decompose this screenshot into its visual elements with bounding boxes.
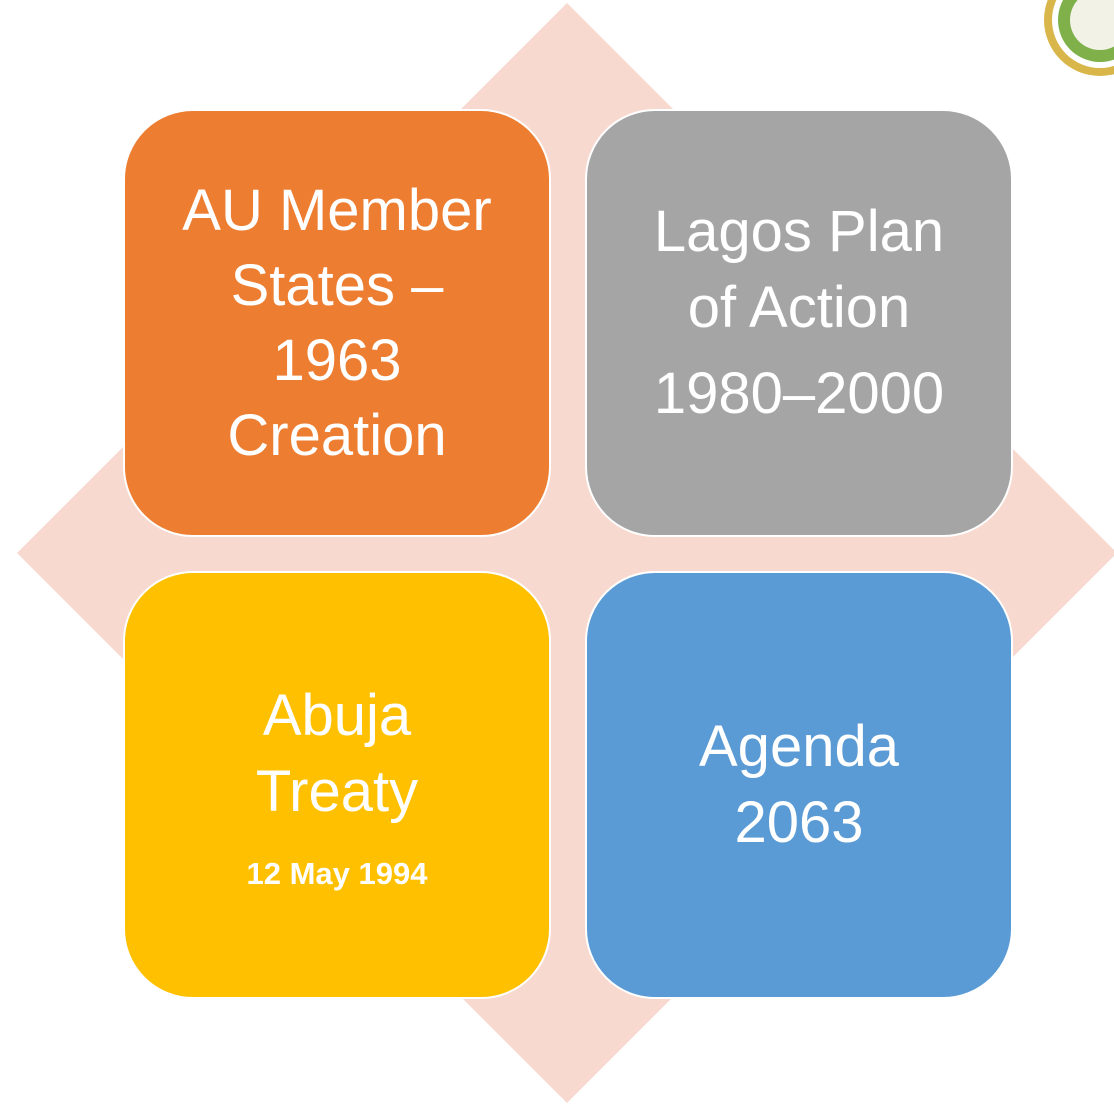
tile-date-range: 1980–2000: [653, 361, 945, 426]
au-emblem-icon: [1044, 0, 1114, 76]
tile-date: 12 May 1994: [246, 856, 428, 891]
